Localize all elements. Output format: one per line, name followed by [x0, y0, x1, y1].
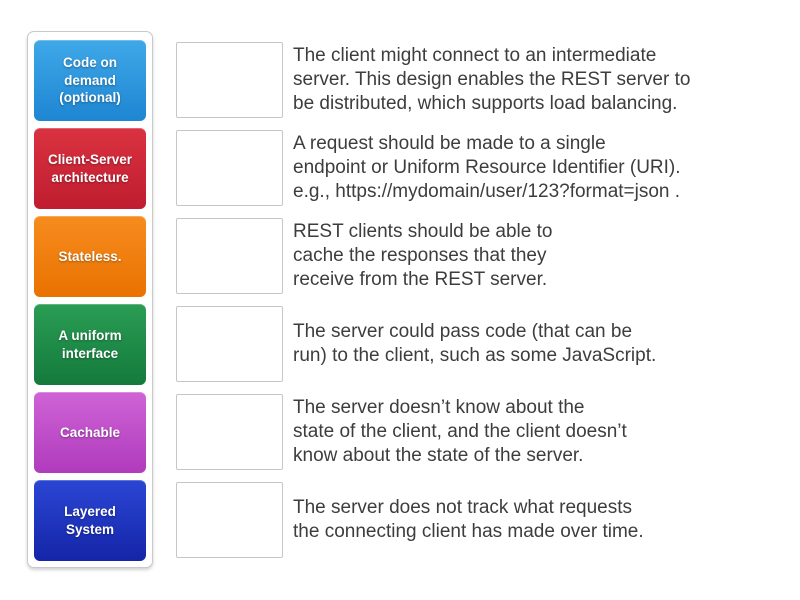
- tile-cachable[interactable]: Cachable: [34, 392, 146, 473]
- match-row-5: The server doesn’t know about the state …: [176, 394, 690, 470]
- match-row-3: REST clients should be able to cache the…: [176, 218, 690, 294]
- clue-text-4: The server could pass code (that can be …: [293, 321, 657, 366]
- clue-text-1: The client might connect to an intermedi…: [293, 45, 691, 114]
- clue-text-5: The server doesn’t know about the state …: [293, 397, 627, 466]
- dropzone-2[interactable]: [176, 130, 283, 206]
- match-row-1: The client might connect to an intermedi…: [176, 42, 690, 118]
- answer-tile-panel: Code on demand (optional) Client-Server …: [27, 31, 153, 568]
- dropzone-1[interactable]: [176, 42, 283, 118]
- tile-code-on-demand[interactable]: Code on demand (optional): [34, 40, 146, 121]
- match-row-2: A request should be made to a single end…: [176, 130, 690, 206]
- tile-stateless[interactable]: Stateless.: [34, 216, 146, 297]
- tile-client-server-architecture[interactable]: Client-Server architecture: [34, 128, 146, 209]
- dropzone-6[interactable]: [176, 482, 283, 558]
- tile-uniform-interface[interactable]: A uniform interface: [34, 304, 146, 385]
- match-rows: The client might connect to an intermedi…: [176, 42, 690, 570]
- match-row-6: The server does not track what requests …: [176, 482, 690, 558]
- clue-text-2: A request should be made to a single end…: [293, 133, 681, 202]
- clue-text-3: REST clients should be able to cache the…: [293, 221, 553, 290]
- dropzone-4[interactable]: [176, 306, 283, 382]
- dropzone-5[interactable]: [176, 394, 283, 470]
- tile-layered-system[interactable]: Layered System: [34, 480, 146, 561]
- clue-text-6: The server does not track what requests …: [293, 497, 644, 542]
- dropzone-3[interactable]: [176, 218, 283, 294]
- match-row-4: The server could pass code (that can be …: [176, 306, 690, 382]
